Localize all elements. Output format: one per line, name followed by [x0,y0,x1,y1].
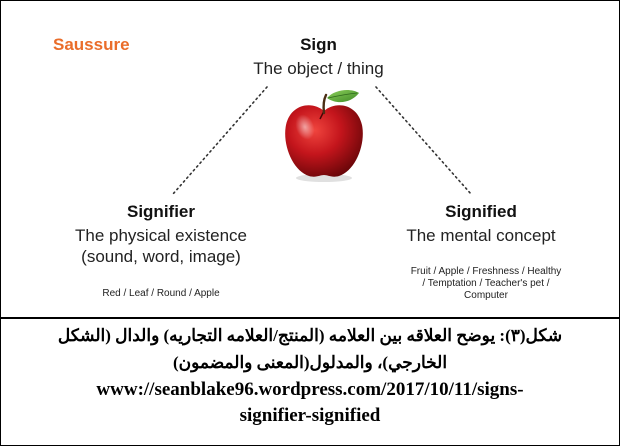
saussure-diagram: Saussure Sign The object / thing [1,1,619,317]
signifier-examples: Red / Leaf / Round / Apple [102,288,220,299]
signified-examples: Fruit / Apple / Freshness / Healthy / Te… [381,266,591,302]
signifier-line-1: The physical existence [75,226,247,245]
figure-caption: شكل(٣): يوضح العلاقه بين العلامه (المنتج… [11,322,609,428]
brand-label: Saussure [53,35,130,54]
signifier-title: Signifier [126,202,195,221]
signified-description: The mental concept [406,226,556,245]
connector-lines [172,86,472,195]
signified-examples-line-2: / Temptation / Teacher's pet / [422,278,550,289]
caption-arabic-line-2: الخارجي)، والمدلول(المعنى والمضمون) [172,353,448,372]
signifier-description: The physical existence (sound, word, ima… [31,225,291,267]
caption-divider [1,317,619,319]
caption-source-url-line-1: www://seanblake96.wordpress.com/2017/10/… [96,379,524,400]
caption-source-url-line-2: signifier-signified [239,405,381,426]
connector-sign-signified [375,86,472,195]
signifier-line-2: (sound, word, image) [81,247,241,266]
connector-sign-signifier [172,86,268,195]
signified-examples-line-1: Fruit / Apple / Freshness / Healthy [410,266,562,277]
signified-title: Signified [445,202,517,221]
caption-arabic-line-1: شكل(٣): يوضح العلاقه بين العلامه (المنتج… [57,326,563,345]
apple-icon [285,90,363,182]
sign-subtitle: The object / thing [253,59,384,78]
signified-examples-line-3: Computer [464,290,508,301]
sign-title: Sign [300,35,337,54]
